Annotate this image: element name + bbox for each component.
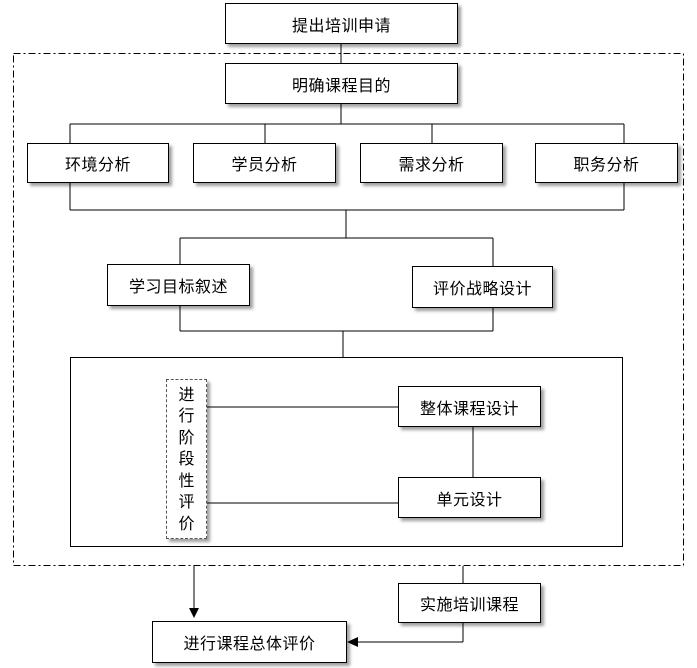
arrowhead	[189, 608, 199, 618]
job-analysis-box: 职务分析	[535, 143, 678, 183]
learner-analysis-box: 学员分析	[193, 143, 336, 183]
overall-evaluation-box: 进行课程总体评价	[152, 621, 347, 663]
design-phase-boundary	[13, 53, 684, 566]
evaluation-strategy-box: 评价战略设计	[412, 266, 553, 308]
formative-evaluation-box: 进 行 阶 段 性 评 价	[166, 379, 207, 539]
define-objectives-box: 明确课程目的	[225, 63, 458, 104]
environment-analysis-box: 环境分析	[27, 143, 169, 183]
implement-course-box: 实施培训课程	[398, 583, 541, 623]
overall-course-design-box: 整体课程设计	[398, 386, 541, 427]
learning-objectives-box: 学习目标叙述	[107, 264, 250, 306]
design-frame	[70, 357, 623, 547]
submit-request-box: 提出培训申请	[225, 3, 458, 44]
unit-design-box: 单元设计	[398, 477, 541, 518]
arrowhead	[347, 637, 358, 647]
formative-evaluation-label: 进 行 阶 段 性 评 价	[178, 384, 195, 533]
needs-analysis-box: 需求分析	[360, 143, 503, 183]
